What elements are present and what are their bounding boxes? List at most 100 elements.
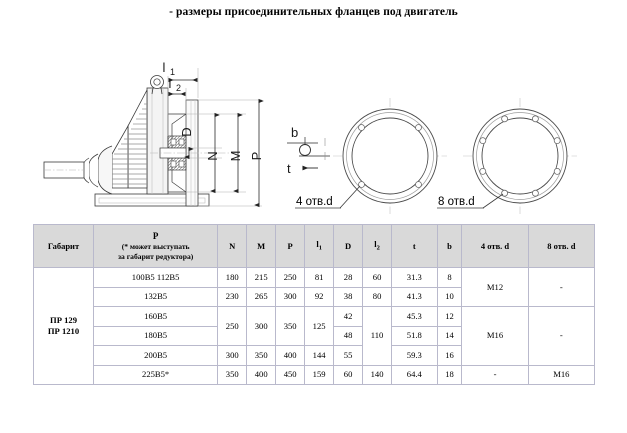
header-motor-frame-note2: за габарит редуктора) xyxy=(117,251,194,261)
cell-l1: 125 xyxy=(304,306,335,346)
cell-d: 48 xyxy=(333,325,364,346)
header-holes-4: 4 отв. d xyxy=(461,224,529,268)
cell-motor-frame: 180В5 xyxy=(93,325,219,346)
p-dimension-label: P xyxy=(249,152,264,161)
cell-m: 350 xyxy=(246,345,277,366)
flange-4-holes-label: 4 отв.d xyxy=(296,196,333,208)
cell-motor-frame: 100В5 112В5 xyxy=(93,267,219,288)
cell-p: 300 xyxy=(275,286,306,307)
cell-m: 400 xyxy=(246,364,277,385)
cell-motor-frame: 225В5* xyxy=(93,364,219,385)
header-l1: l1 xyxy=(304,224,335,268)
gearbox-side-view xyxy=(43,75,240,207)
t-dimension-label: t xyxy=(287,161,291,176)
header-b: b xyxy=(436,224,463,268)
cell-b: 12 xyxy=(436,306,463,327)
cell-t: 45.3 xyxy=(391,306,438,327)
cell-l1: 81 xyxy=(304,267,335,288)
page-title: - размеры присоединительных фланцев под … xyxy=(169,6,458,18)
flange-dimensions-table: Габарит P (* может выступать за габарит … xyxy=(32,224,596,385)
cell-p: 450 xyxy=(275,364,306,385)
cell-l2: 110 xyxy=(362,306,393,366)
cell-l2: 140 xyxy=(362,364,393,385)
cell-n: 350 xyxy=(217,364,248,385)
cell-p: 250 xyxy=(275,267,306,288)
l1-dimension-label: l xyxy=(163,60,166,75)
cell-l2: 60 xyxy=(362,267,393,288)
table-header-row: Габарит P (* может выступать за габарит … xyxy=(32,224,596,268)
technical-drawing: l 1 l 2 D N M P b t 4 отв.d 8 отв.d xyxy=(0,28,627,214)
cell-n: 180 xyxy=(217,267,248,288)
cell-l1: 92 xyxy=(304,286,335,307)
cell-holes-8: - xyxy=(527,267,596,307)
cell-l1: 144 xyxy=(304,345,335,366)
flange-8-holes xyxy=(437,98,577,214)
cell-l2: 80 xyxy=(362,286,393,307)
cell-motor-frame: 132В5 xyxy=(93,286,219,307)
table-row: 132В5 230 265 300 92 38 80 41.3 10 xyxy=(34,286,595,307)
cell-holes-8: - xyxy=(527,306,596,366)
cell-n: 300 xyxy=(217,345,248,366)
cell-holes-4: M12 xyxy=(461,267,529,307)
cell-d: 38 xyxy=(333,286,364,307)
cell-d: 55 xyxy=(333,345,364,366)
cell-d: 28 xyxy=(333,267,364,288)
table-row: 200В5 300 350 400 144 55 59.3 16 xyxy=(34,345,595,366)
b-dimension-label: b xyxy=(291,125,298,140)
header-l1-text: l xyxy=(316,239,319,250)
cell-t: 31.3 xyxy=(391,267,438,288)
d-dimension-label: D xyxy=(179,127,194,136)
size-group-line2: ПР 1210 xyxy=(47,326,80,336)
n-dimension-label: N xyxy=(205,151,220,160)
cell-holes-4: M16 xyxy=(461,306,529,366)
header-p: P xyxy=(275,224,306,268)
cell-t: 59.3 xyxy=(391,345,438,366)
cell-d: 42 xyxy=(333,306,364,327)
flange-4-holes xyxy=(295,98,447,214)
cell-b: 14 xyxy=(436,325,463,346)
table-row: 225В5* 350 400 450 159 60 140 64.4 18 - … xyxy=(34,364,596,385)
header-gabarit: Габарит xyxy=(32,224,95,268)
cell-p: 350 xyxy=(275,306,306,346)
cell-l1: 159 xyxy=(304,364,335,385)
header-motor-frame-note1: (* может выступать xyxy=(121,242,190,252)
table-row: ПР 129 ПР 1210 100В5 112В5 180 215 250 8… xyxy=(32,267,596,385)
cell-holes-8: M16 xyxy=(527,364,596,385)
cell-m: 215 xyxy=(246,267,277,288)
cell-b: 10 xyxy=(436,286,463,307)
l2-dimension-subscript: 2 xyxy=(176,83,181,93)
cell-d: 60 xyxy=(333,364,364,385)
header-n: N xyxy=(217,224,248,268)
header-l2-text: l xyxy=(374,239,377,250)
cell-motor-frame: 160В5 xyxy=(93,306,219,327)
header-l2-sub: 2 xyxy=(376,244,380,252)
header-m: M xyxy=(246,224,277,268)
flange-8-holes-label: 8 отв.d xyxy=(438,196,475,208)
cell-holes-4: - xyxy=(461,364,529,385)
header-d: D xyxy=(333,224,364,268)
cell-b: 8 xyxy=(436,267,463,288)
header-l1-sub: 1 xyxy=(318,244,322,252)
l2-dimension-label: l xyxy=(169,76,172,91)
cell-size-group: ПР 129 ПР 1210 xyxy=(32,267,95,385)
cell-b: 18 xyxy=(436,364,463,385)
cell-t: 51.8 xyxy=(391,325,438,346)
cell-m: 265 xyxy=(246,286,277,307)
cell-t: 41.3 xyxy=(391,286,438,307)
header-l2: l2 xyxy=(362,224,393,268)
l1-dimension-subscript: 1 xyxy=(170,67,175,77)
cell-t: 64.4 xyxy=(391,364,438,385)
header-motor-frame: P (* может выступать за габарит редуктор… xyxy=(93,224,219,268)
header-t: t xyxy=(391,224,438,268)
table-row: 160В5 250 300 350 125 42 110 45.3 12 M16… xyxy=(34,306,596,366)
m-dimension-label: M xyxy=(228,151,243,162)
cell-motor-frame: 200В5 xyxy=(93,345,219,366)
table-row: 180В5 48 51.8 14 xyxy=(34,325,595,346)
keyway-detail xyxy=(287,137,330,171)
header-motor-frame-main: P xyxy=(152,230,159,241)
cell-p: 400 xyxy=(275,345,306,366)
size-group-line1: ПР 129 xyxy=(50,315,77,326)
header-holes-8: 8 отв. d xyxy=(527,224,596,268)
cell-b: 16 xyxy=(436,345,463,366)
cell-m: 300 xyxy=(246,306,277,346)
